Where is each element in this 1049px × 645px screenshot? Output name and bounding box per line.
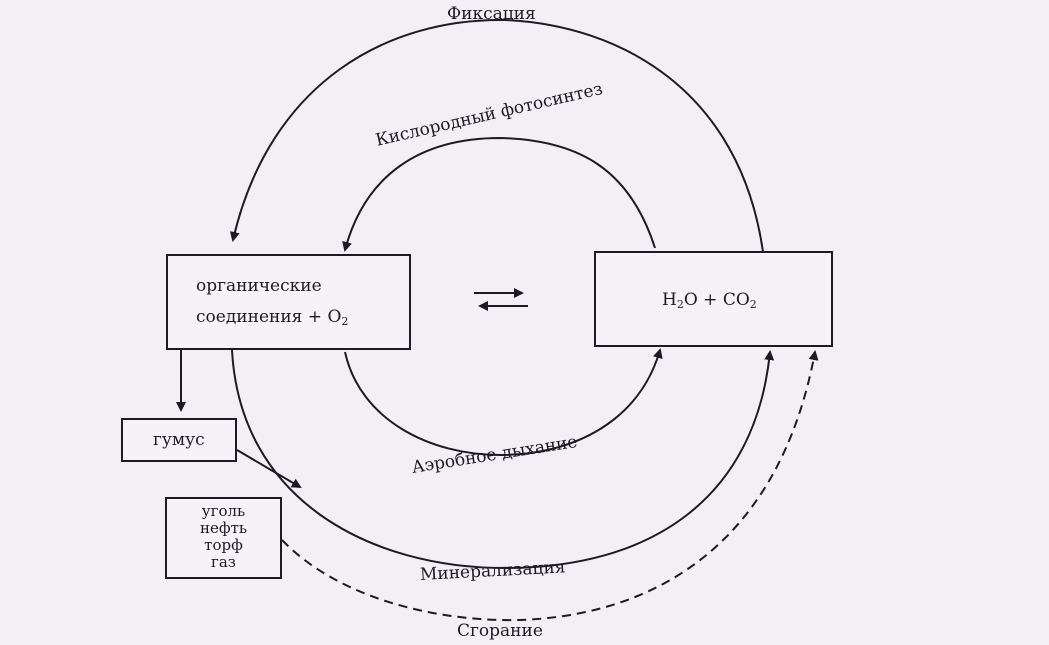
combustion-arrow xyxy=(281,350,819,622)
organic-compounds-box: органические соединения + O2 xyxy=(166,254,411,350)
humus-to-mineralization-arrow xyxy=(236,449,302,489)
organic-line-2: соединения + O2 xyxy=(196,307,349,328)
fossil-oil: нефть xyxy=(199,519,248,537)
fossil-gas: газ xyxy=(211,553,236,571)
fossil-peat: торф xyxy=(204,536,243,554)
fossil-coal: уголь xyxy=(201,502,246,520)
respiration-arrow xyxy=(344,348,663,457)
fixation-arrow xyxy=(229,18,764,253)
water-co2-box: H2O + CO2 xyxy=(594,251,833,347)
photosynthesis-arrow xyxy=(342,136,656,252)
water-co2-formula: H2O + CO2 xyxy=(662,290,757,311)
humus-box: гумус xyxy=(121,418,237,462)
humus-label: гумус xyxy=(153,430,205,450)
fossil-fuels-box: уголь нефть торф газ xyxy=(165,497,282,579)
mineralization-arrow xyxy=(231,349,775,570)
organic-line-1: органические xyxy=(196,276,322,296)
fixation-label: Фиксация xyxy=(447,4,536,24)
combustion-label: Сгорание xyxy=(457,621,543,641)
